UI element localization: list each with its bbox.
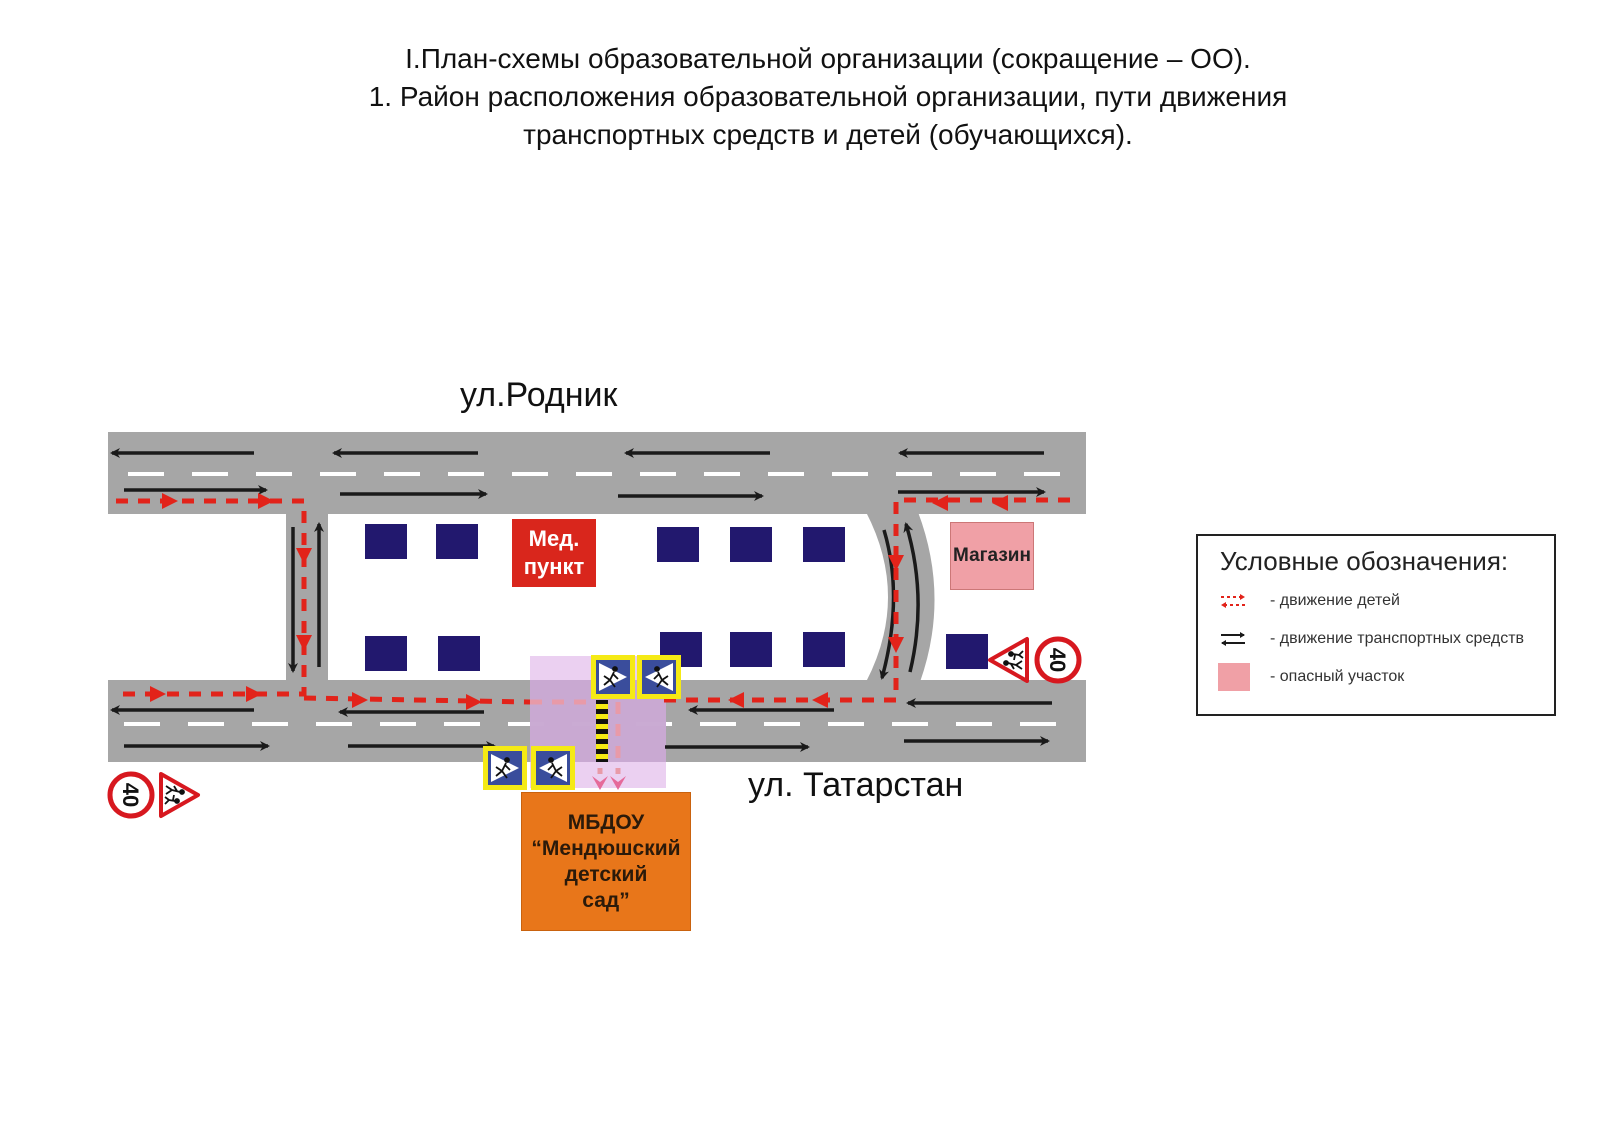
street-label-rodnik: ул.Родник — [460, 376, 618, 414]
children-crossing-icon — [988, 637, 1029, 683]
building — [803, 527, 845, 562]
speed-limit-sign: 40 — [1037, 639, 1079, 681]
kindergarten-label-1: МБДОУ — [567, 810, 645, 834]
legend-label-danger: - опасный участок — [1270, 668, 1405, 685]
pedestrian-crossing-icon — [590, 654, 636, 700]
building — [657, 527, 699, 562]
children-crossing-icon — [159, 772, 200, 818]
med-point-label-1: Мед. — [528, 526, 580, 551]
vehicle-arrow — [903, 522, 920, 673]
legend-label-vehicles: - движение транспортных средств — [1270, 630, 1525, 647]
children-movement-icon — [1218, 586, 1264, 616]
building — [730, 632, 772, 667]
speed-limit-sign: 40 — [110, 774, 152, 816]
children-path-arrows — [150, 493, 1008, 790]
road-right-connector — [866, 512, 935, 682]
shop-building: Магазин — [950, 522, 1034, 590]
kindergarten-building: МБДОУ “Мендюшский детский сад” — [521, 792, 691, 931]
pedestrian-crossing-icon — [482, 745, 528, 791]
title-line-1: I.План-схемы образовательной организации… — [405, 43, 1251, 74]
shop-label: Магазин — [953, 545, 1031, 566]
zebra-crossing — [596, 700, 608, 762]
page-title: I.План-схемы образовательной организации… — [0, 40, 1600, 154]
kindergarten-label-4: сад” — [582, 888, 630, 912]
road-signs: 40 40 — [110, 639, 1079, 816]
building — [436, 524, 478, 559]
building — [946, 634, 988, 669]
legend-item-danger: - опасный участок — [1218, 662, 1404, 692]
pedestrian-crossing-icon — [636, 654, 682, 700]
street-label-tatarstan: ул. Татарстан — [748, 766, 964, 804]
vehicle-movement-icon — [1218, 624, 1264, 654]
building — [438, 636, 480, 671]
legend-item-children: - движение детей — [1218, 586, 1400, 616]
speed-limit-value: 40 — [1045, 648, 1070, 672]
map-legend: Условные обозначения: - движение детей -… — [1196, 534, 1556, 716]
pedestrian-crossing-icon — [530, 745, 576, 791]
danger-zone-icon — [1218, 662, 1264, 692]
vehicle-arrow — [879, 529, 896, 680]
med-point-label-2: пункт — [523, 554, 585, 579]
building — [365, 524, 407, 559]
legend-item-vehicles: - движение транспортных средств — [1218, 624, 1524, 654]
vehicle-arrows — [110, 448, 1052, 752]
speed-limit-value: 40 — [118, 783, 143, 807]
building — [803, 632, 845, 667]
kindergarten-label-3: детский — [564, 862, 648, 886]
building — [730, 527, 772, 562]
legend-label-children: - движение детей — [1270, 592, 1400, 609]
building — [365, 636, 407, 671]
title-line-2: 1. Район расположения образовательной ор… — [368, 81, 1288, 112]
residential-buildings — [365, 524, 988, 671]
legend-title: Условные обозначения: — [1220, 546, 1509, 576]
med-point-building: Мед. пункт — [512, 519, 596, 587]
title-line-3: транспортных средств и детей (обучающихс… — [523, 119, 1133, 150]
kindergarten-label-2: “Мендюшский — [531, 836, 681, 860]
